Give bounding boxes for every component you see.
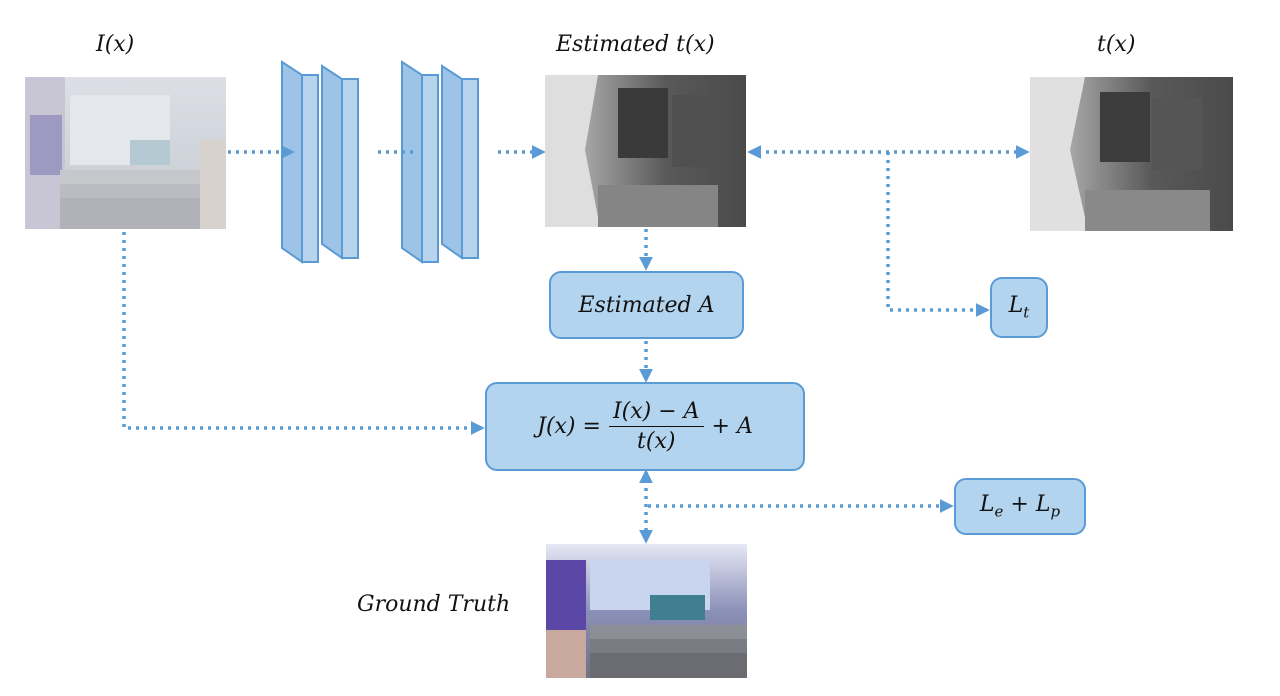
hazy-input-image — [25, 77, 226, 229]
loss-ep-text: Le + Lp — [979, 492, 1061, 521]
input-label: I(x) — [96, 32, 135, 57]
ground-truth-label: Ground Truth — [357, 592, 511, 617]
conv-layer-stack-2 — [401, 60, 479, 264]
true-transmission-map — [1030, 77, 1233, 231]
formula-rhs: + A — [711, 414, 753, 439]
formula-numerator: I(x) − A — [608, 399, 704, 427]
estimated-a-text: Estimated A — [578, 292, 715, 318]
formula-denominator: t(x) — [637, 429, 676, 454]
true-t-label: t(x) — [1097, 32, 1136, 57]
loss-ep-box: Le + Lp — [954, 478, 1086, 535]
loss-t-text: Lt — [1008, 293, 1030, 322]
ground-truth-image — [546, 544, 747, 678]
formula-box: J(x) = I(x) − A t(x) + A — [485, 382, 805, 471]
connector-arrows — [122, 145, 1030, 544]
estimated-t-label: Estimated t(x) — [556, 32, 715, 57]
estimated-a-box: Estimated A — [549, 271, 744, 339]
arrow-to-loss-t — [886, 152, 990, 317]
formula-lhs: J(x) = — [537, 414, 601, 439]
formula-fraction: I(x) − A t(x) — [608, 399, 704, 454]
conv-layer-stack-1 — [281, 60, 359, 264]
estimated-transmission-map — [545, 75, 746, 227]
loss-t-box: Lt — [990, 277, 1048, 338]
arrow-input-to-formula — [122, 232, 485, 435]
